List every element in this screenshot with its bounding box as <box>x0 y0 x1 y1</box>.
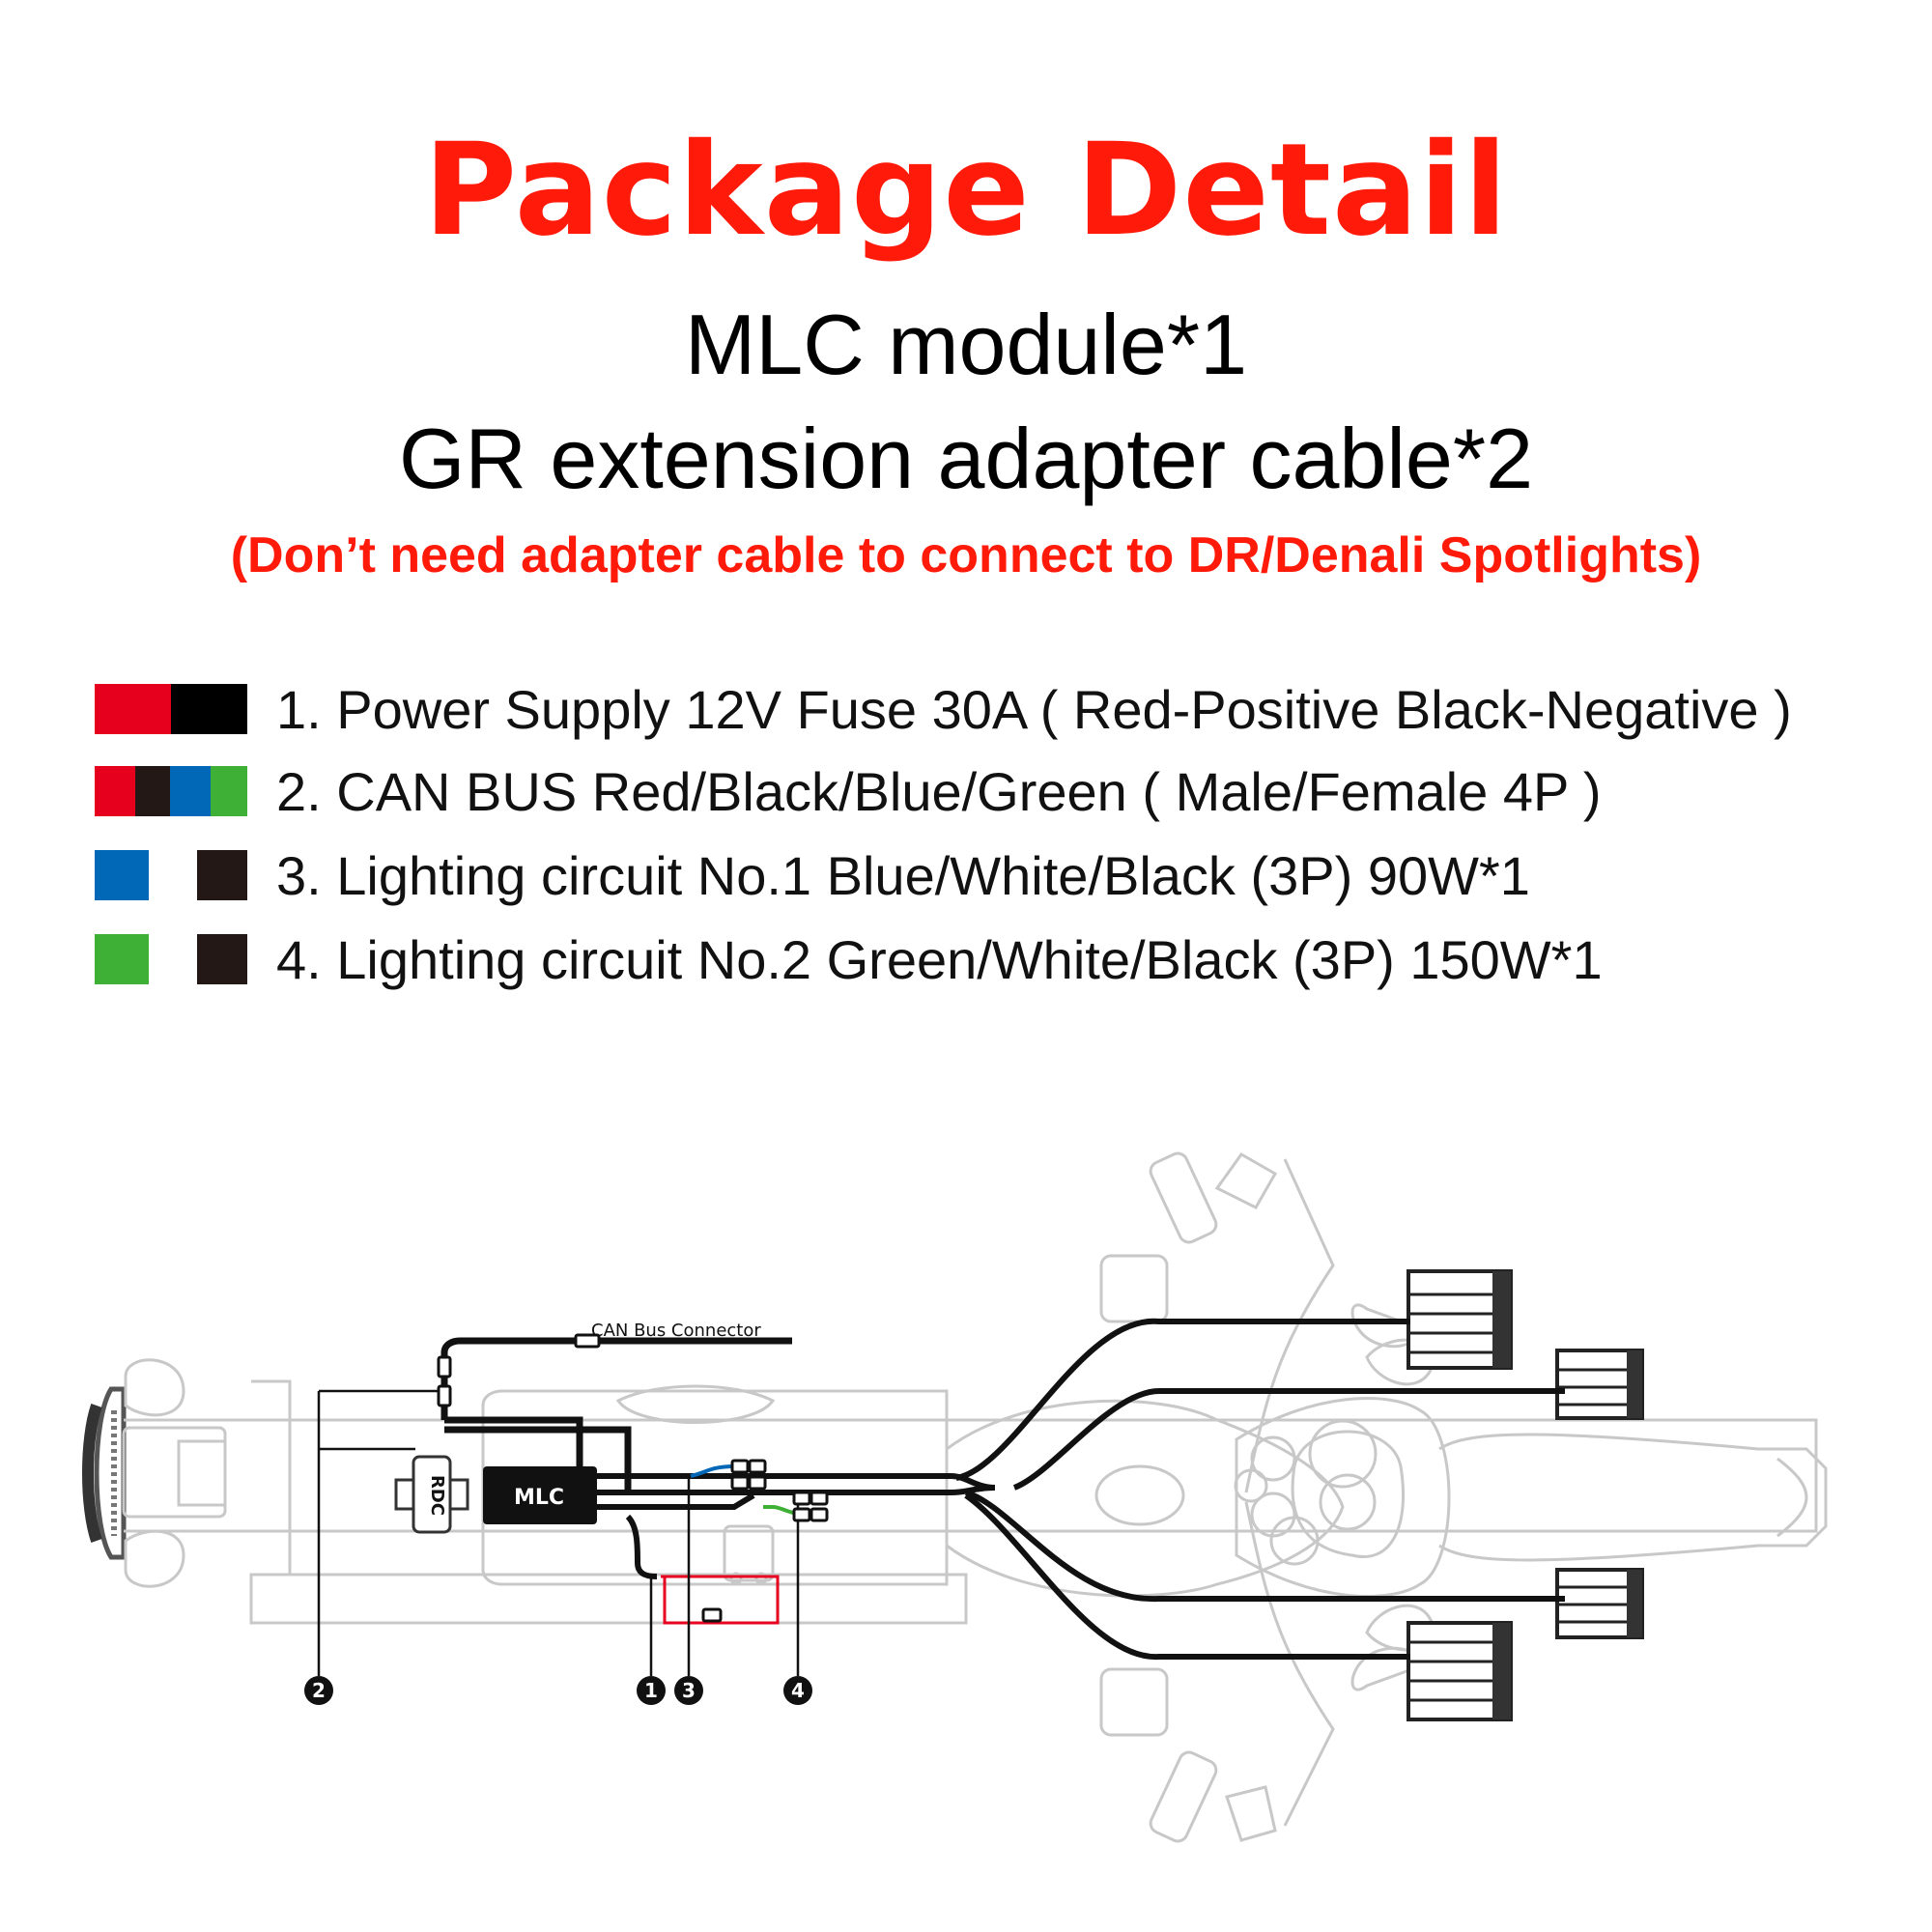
color-swatch <box>95 766 247 816</box>
rdc-module: RDC <box>394 1455 469 1534</box>
callout-number: 4 <box>791 1679 805 1702</box>
legend-text: 2. CAN BUS Red/Black/Blue/Green ( Male/F… <box>276 760 1602 822</box>
swatch-color <box>170 766 211 816</box>
callout-number: 2 <box>312 1679 326 1702</box>
callout-marker-4: 4 <box>783 1676 812 1705</box>
spotlight-top-left <box>1406 1269 1513 1370</box>
spotlight-bottom-right <box>1555 1568 1644 1639</box>
callout-marker-3: 3 <box>674 1676 703 1705</box>
legend-item-lighting-circuit-1: 3. Lighting circuit No.1 Blue/White/Blac… <box>95 845 1530 906</box>
package-item-adapter-cable: GR extension adapter cable*2 <box>398 411 1534 506</box>
adapter-note: (Don’t need adapter cable to connect to … <box>230 527 1702 583</box>
page-title: Package Detail <box>423 116 1509 265</box>
legend-item-can-bus: 2. CAN BUS Red/Black/Blue/Green ( Male/F… <box>95 761 1602 822</box>
wiring-harness <box>317 1318 1565 1676</box>
swatch-color <box>171 684 247 734</box>
package-item-mlc-module: MLC module*1 <box>684 297 1248 392</box>
swatch-color <box>95 766 135 816</box>
swatch-color <box>95 850 149 900</box>
callout-number: 1 <box>644 1679 658 1702</box>
legend-text: 4. Lighting circuit No.2 Green/White/Bla… <box>276 928 1603 990</box>
color-swatch <box>95 934 247 984</box>
callout-marker-2: 2 <box>304 1676 333 1705</box>
callout-marker-1: 1 <box>637 1676 666 1705</box>
legend-item-lighting-circuit-2: 4. Lighting circuit No.2 Green/White/Bla… <box>95 929 1603 990</box>
spotlight-bottom-left <box>1406 1621 1513 1721</box>
swatch-color <box>95 934 149 984</box>
swatch-color <box>149 850 197 900</box>
mlc-label: MLC <box>514 1486 564 1510</box>
spotlight-top-right <box>1555 1349 1644 1420</box>
swatch-color <box>135 766 170 816</box>
legend-item-power: 1. Power Supply 12V Fuse 30A ( Red-Posit… <box>95 679 1792 740</box>
swatch-color <box>211 766 247 816</box>
can-bus-connector-label: CAN Bus Connector <box>591 1321 761 1341</box>
color-swatch <box>95 684 247 734</box>
rdc-label: RDC <box>427 1475 447 1516</box>
callout-number: 3 <box>682 1679 696 1702</box>
motorcycle-outline <box>82 1151 1828 1843</box>
mlc-module: MLC <box>483 1466 597 1524</box>
connectors <box>437 1333 829 1623</box>
swatch-color <box>197 850 247 900</box>
swatch-color <box>149 934 197 984</box>
swatch-color <box>95 684 171 734</box>
legend-text: 1. Power Supply 12V Fuse 30A ( Red-Posit… <box>276 678 1792 740</box>
legend-text: 3. Lighting circuit No.1 Blue/White/Blac… <box>276 844 1530 906</box>
swatch-color <box>197 934 247 984</box>
color-swatch <box>95 850 247 900</box>
